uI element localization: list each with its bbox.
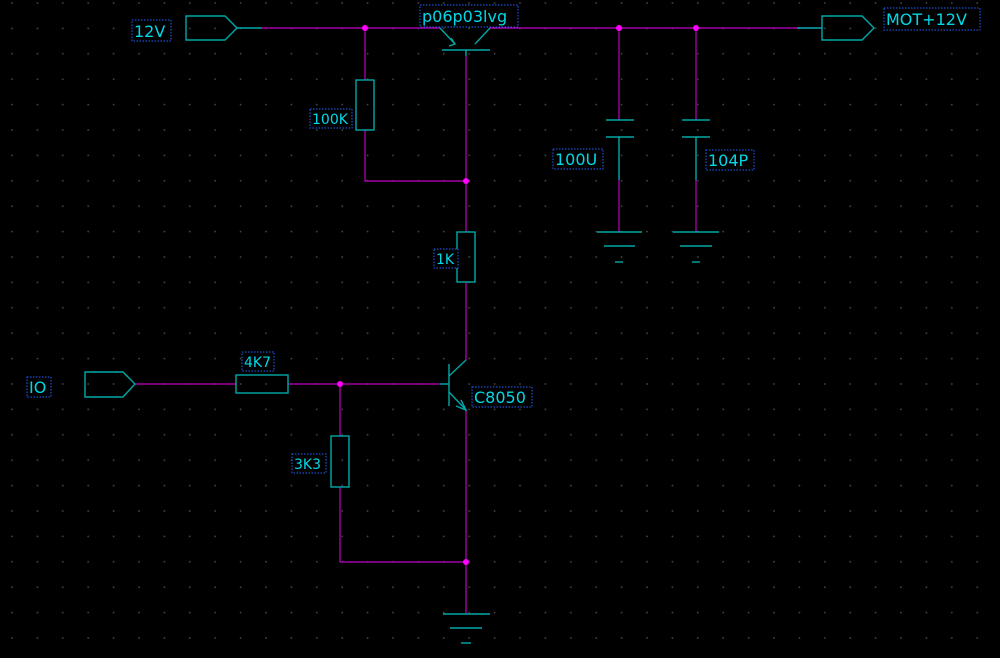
resistor-4k7-symbol[interactable] bbox=[235, 374, 289, 394]
label-4k7-text: 4K7 bbox=[244, 355, 271, 371]
label-3k3-text: 3K3 bbox=[294, 457, 321, 473]
port-io-symbol[interactable] bbox=[84, 371, 136, 398]
capacitor-100u-symbol[interactable] bbox=[606, 119, 634, 180]
npn-transistor-symbol[interactable] bbox=[440, 359, 468, 412]
ground-symbol bbox=[673, 231, 719, 263]
label-100k[interactable]: 100K bbox=[309, 108, 353, 129]
net-label-mot12v-text: MOT+12V bbox=[886, 10, 967, 29]
label-c8050[interactable]: C8050 bbox=[471, 386, 533, 408]
wires bbox=[135, 27, 822, 614]
junction-dot bbox=[463, 178, 469, 184]
label-3k3[interactable]: 3K3 bbox=[291, 453, 327, 474]
label-4k7[interactable]: 4K7 bbox=[241, 351, 275, 372]
label-104p-text: 104P bbox=[708, 151, 749, 170]
label-100k-text: 100K bbox=[312, 112, 349, 128]
junctions bbox=[337, 25, 699, 565]
label-c8050-text: C8050 bbox=[474, 388, 526, 407]
net-label-12v[interactable]: 12V bbox=[131, 19, 172, 42]
ground-symbol bbox=[597, 231, 642, 263]
net-label-io-text: IO bbox=[29, 378, 46, 397]
label-104p[interactable]: 104P bbox=[705, 149, 755, 171]
resistor-3k3-symbol[interactable] bbox=[330, 435, 350, 488]
label-100u-text: 100U bbox=[555, 150, 597, 169]
junction-dot bbox=[362, 25, 368, 31]
label-100u[interactable]: 100U bbox=[552, 148, 604, 170]
net-label-io[interactable]: IO bbox=[26, 376, 52, 398]
capacitor-104p-symbol[interactable] bbox=[682, 119, 710, 180]
junction-dot bbox=[463, 559, 469, 565]
ground-symbol bbox=[443, 613, 490, 644]
port-12v-symbol[interactable] bbox=[185, 15, 262, 41]
junction-dot bbox=[693, 25, 699, 31]
junction-dot bbox=[337, 381, 343, 387]
junction-dot bbox=[616, 25, 622, 31]
port-mot12v-symbol[interactable] bbox=[797, 15, 875, 41]
label-pmos[interactable]: p06p03lvg bbox=[419, 4, 519, 28]
label-1k[interactable]: 1K bbox=[433, 248, 459, 269]
label-1k-text: 1K bbox=[436, 252, 455, 268]
pmos-transistor-symbol[interactable] bbox=[439, 27, 491, 56]
net-label-12v-text: 12V bbox=[134, 22, 165, 41]
net-label-mot12v[interactable]: MOT+12V bbox=[883, 7, 981, 31]
resistor-100k-symbol[interactable] bbox=[355, 79, 375, 131]
label-pmos-text: p06p03lvg bbox=[422, 7, 507, 26]
